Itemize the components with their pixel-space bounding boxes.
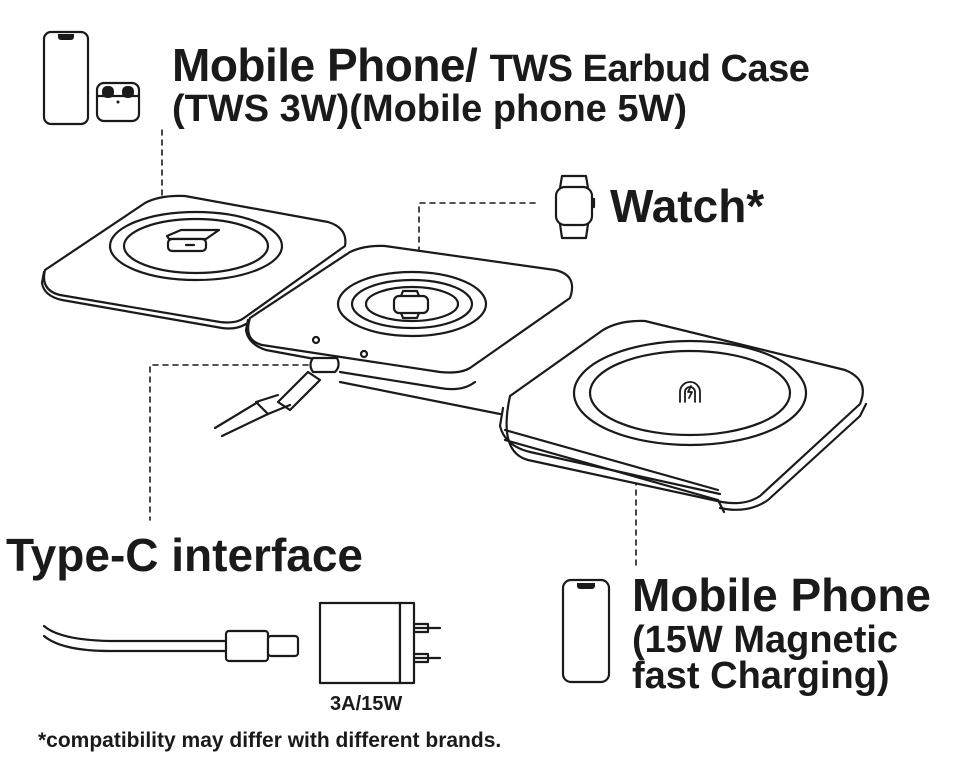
- watch-icon: [554, 174, 596, 240]
- footnote: *compatibility may differ with different…: [38, 729, 502, 752]
- typec-label: Type-C interface: [6, 529, 364, 581]
- adapter-rating: 3A/15W: [330, 693, 403, 715]
- phone-sub-line1: (15W Magnetic: [632, 619, 899, 661]
- left-charging-pad: [40, 194, 347, 330]
- magnetic-charging-icon: [679, 381, 701, 403]
- phone-title: Mobile Phone: [632, 569, 931, 621]
- watch-label: Watch*: [610, 180, 765, 232]
- phone-icon: [42, 30, 90, 126]
- power-adapter-icon: [318, 601, 442, 685]
- earbud-case-icon: [95, 81, 141, 123]
- phone-sub-line2: fast Charging): [632, 655, 890, 697]
- middle-charging-pad: [244, 244, 574, 391]
- title-mobile-phone: Mobile Phone/: [172, 39, 478, 91]
- usb-c-cable-icon: [213, 370, 322, 438]
- top-title-line1: Mobile Phone/ TWS Earbud Case: [172, 39, 810, 91]
- phone-outline-icon: [561, 578, 611, 684]
- right-charging-pad: [338, 319, 868, 514]
- adapter-cable: [42, 624, 300, 663]
- top-title-line2: (TWS 3W)(Mobile phone 5W): [172, 88, 688, 130]
- title-tws-case: TWS Earbud Case: [489, 48, 810, 90]
